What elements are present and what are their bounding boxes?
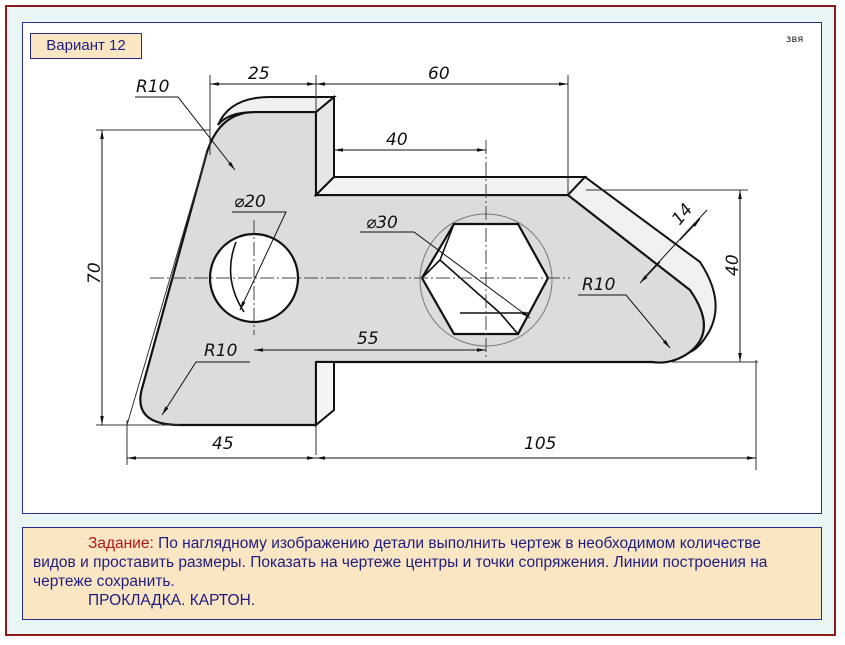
dim-hole-diameter: ⌀20 xyxy=(234,192,266,212)
dim-55: 55 xyxy=(357,329,379,349)
dim-25: 25 xyxy=(248,64,270,84)
task-material: ПРОКЛАДКА. КАРТОН. xyxy=(88,592,256,609)
author-mark: звя xyxy=(786,34,804,45)
task-label: Задание: xyxy=(88,535,154,552)
center-lines xyxy=(150,140,570,360)
extension-lines xyxy=(96,75,758,470)
task-text: Задание: По наглядному изображению детал… xyxy=(33,534,803,591)
dim-r10-right: R10 xyxy=(582,275,615,295)
dimension-lines xyxy=(100,82,756,460)
dim-105: 105 xyxy=(524,434,556,454)
dim-hex-diameter: ⌀30 xyxy=(366,213,398,233)
dim-r10-left: R10 xyxy=(204,341,237,361)
dim-60: 60 xyxy=(428,64,450,84)
task-rest: количестве видов и проставить размеры. П… xyxy=(33,535,768,590)
dim-40-right: 40 xyxy=(723,254,743,276)
dim-r10-top: R10 xyxy=(136,77,169,97)
thickness-edges xyxy=(217,94,717,428)
dim-70: 70 xyxy=(85,262,105,284)
dim-40-top: 40 xyxy=(386,130,408,150)
task-material-row: ПРОКЛАДКА. КАРТОН. xyxy=(33,591,803,610)
task-panel: Задание: По наглядному изображению детал… xyxy=(22,527,822,620)
dim-45: 45 xyxy=(212,434,234,454)
task-line1: По наглядному изображению детали выполни… xyxy=(158,535,676,552)
variant-badge: Вариант 12 xyxy=(30,33,142,59)
